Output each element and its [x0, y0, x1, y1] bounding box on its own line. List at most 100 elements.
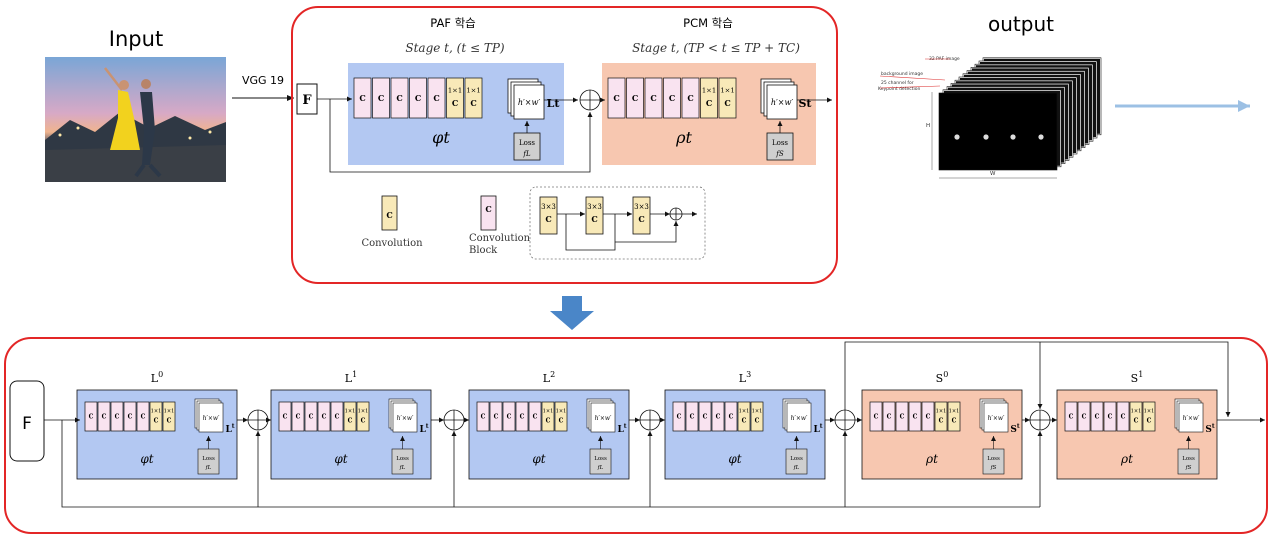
svg-text:C: C — [913, 414, 918, 421]
top-pcm-conv-pink-1: C — [607, 77, 626, 119]
svg-text:C: C — [939, 417, 944, 424]
svg-text:C: C — [115, 414, 120, 421]
stage-s0-conv-pink-4: C — [908, 401, 922, 432]
svg-text:1×1: 1×1 — [466, 86, 480, 94]
stage-s1-conv-pink-1: C — [1064, 401, 1078, 432]
stage-l2-conv-pink-1: C — [476, 401, 490, 432]
stage-output-label: St — [1010, 423, 1020, 435]
svg-text:C: C — [559, 417, 564, 424]
feature-map-label: h′×w′ — [988, 415, 1005, 422]
stage-label: L1 — [345, 370, 357, 385]
stage-l3-conv-pink-3: C — [698, 401, 712, 432]
bottom-f-label: F — [22, 414, 32, 434]
feature-map-label: h′×w′ — [1183, 415, 1200, 422]
svg-text:C: C — [546, 417, 551, 424]
svg-text:C: C — [1147, 417, 1152, 424]
bottom-f-box — [9, 380, 45, 462]
svg-text:C: C — [141, 414, 146, 421]
svg-text:C: C — [1121, 414, 1126, 421]
stage-label: S0 — [936, 370, 949, 385]
top-pcm-conv-yellow-6: 1×1C — [700, 77, 718, 119]
svg-text:C: C — [669, 93, 675, 103]
svg-text:fS: fS — [775, 150, 784, 158]
stage-l3-conv-pink-4: C — [711, 401, 725, 432]
stage-l1-conv-yellow-7: 1×1C — [356, 401, 370, 432]
top-pcm-conv-pink-4: C — [663, 77, 681, 119]
svg-text:C: C — [690, 414, 695, 421]
svg-text:background image: background image — [881, 71, 923, 77]
svg-text:1×1: 1×1 — [739, 408, 750, 414]
loss-label: Loss — [396, 456, 409, 462]
top-frame — [291, 6, 838, 284]
stage-l2-conv-yellow-6: 1×1C — [541, 401, 555, 432]
svg-text:C: C — [452, 98, 458, 108]
stage-s0-conv-yellow-7: 1×1C — [947, 401, 961, 432]
loss-label: Loss — [202, 456, 215, 462]
svg-text:1×1: 1×1 — [448, 86, 462, 94]
output-label: output — [988, 12, 1054, 36]
stage-output-label: Lt — [813, 423, 822, 435]
stage-l3-conv-pink-5: C — [724, 401, 738, 432]
loss-sub-label: fS — [990, 465, 997, 471]
output-stack — [938, 57, 1102, 171]
stage-l0-conv-pink-2: C — [97, 401, 111, 432]
svg-text:C: C — [296, 414, 301, 421]
stage-symbol: φt — [728, 452, 741, 466]
stage-symbol: ρt — [1120, 452, 1133, 466]
svg-text:C: C — [677, 414, 682, 421]
svg-text:fL: fL — [522, 150, 531, 158]
svg-text:C: C — [703, 414, 708, 421]
input-photo — [45, 57, 226, 182]
sum-node-5 — [1029, 409, 1051, 431]
stage-s0-conv-pink-1: C — [869, 401, 883, 432]
top-paf-conv-pink-1: C — [353, 77, 372, 119]
svg-text:C: C — [724, 98, 730, 108]
svg-text:Loss: Loss — [519, 139, 535, 147]
stage-l0-conv-pink-1: C — [84, 401, 98, 432]
output-layer-0 — [938, 92, 1058, 171]
svg-text:C: C — [729, 414, 734, 421]
svg-text:Keypoint detection: Keypoint detection — [878, 86, 920, 92]
legend: C Convolution C Convolution Block 3×3 C … — [361, 186, 706, 260]
stage-symbol: ρt — [925, 452, 938, 466]
top-pcm-feature-map: h′×w′ — [760, 78, 798, 120]
stage-l3-conv-pink-2: C — [685, 401, 699, 432]
stage-s1-conv-yellow-7: 1×1C — [1142, 401, 1156, 432]
svg-text:C: C — [415, 93, 421, 103]
svg-text:C: C — [386, 210, 392, 220]
svg-text:C: C — [874, 414, 879, 421]
stage-l2-conv-pink-5: C — [528, 401, 542, 432]
stage-s1-conv-pink-5: C — [1116, 401, 1130, 432]
stage-s0-conv-pink-2: C — [882, 401, 896, 432]
svg-text:C: C — [348, 417, 353, 424]
top-pcm-conv-pink-3: C — [644, 77, 663, 119]
top-paf-featuremap-label: h′×w′ — [518, 98, 541, 107]
svg-text:C: C — [887, 414, 892, 421]
loss-label: Loss — [987, 456, 1000, 462]
svg-text:3×3: 3×3 — [634, 203, 649, 211]
svg-text:H: H — [926, 123, 930, 129]
stage-l0-conv-yellow-7: 1×1C — [162, 401, 176, 432]
svg-text:C: C — [1069, 414, 1074, 421]
top-f-label: F — [302, 93, 312, 108]
svg-text:C: C — [89, 414, 94, 421]
output-keypoint-2 — [983, 134, 989, 140]
svg-text:C: C — [485, 204, 491, 214]
input-label: Input — [109, 27, 163, 51]
stage-s1-conv-pink-2: C — [1077, 401, 1091, 432]
top-pcm-symbol: ρt — [675, 128, 692, 147]
stage-l2-conv-yellow-7: 1×1C — [554, 401, 568, 432]
svg-text:C: C — [322, 414, 327, 421]
stage-symbol: φt — [334, 452, 347, 466]
loss-sub-label: fL — [205, 465, 212, 471]
paf-header: PAF 학습 — [430, 16, 476, 30]
top-paf-conv-yellow-7: 1×1C — [464, 77, 483, 119]
svg-text:C: C — [154, 417, 159, 424]
svg-text:C: C — [309, 414, 314, 421]
stage-label: S1 — [1131, 370, 1144, 385]
pcm-stage-label: Stage t, (TP < t ≤ TP + TC) — [632, 41, 800, 55]
